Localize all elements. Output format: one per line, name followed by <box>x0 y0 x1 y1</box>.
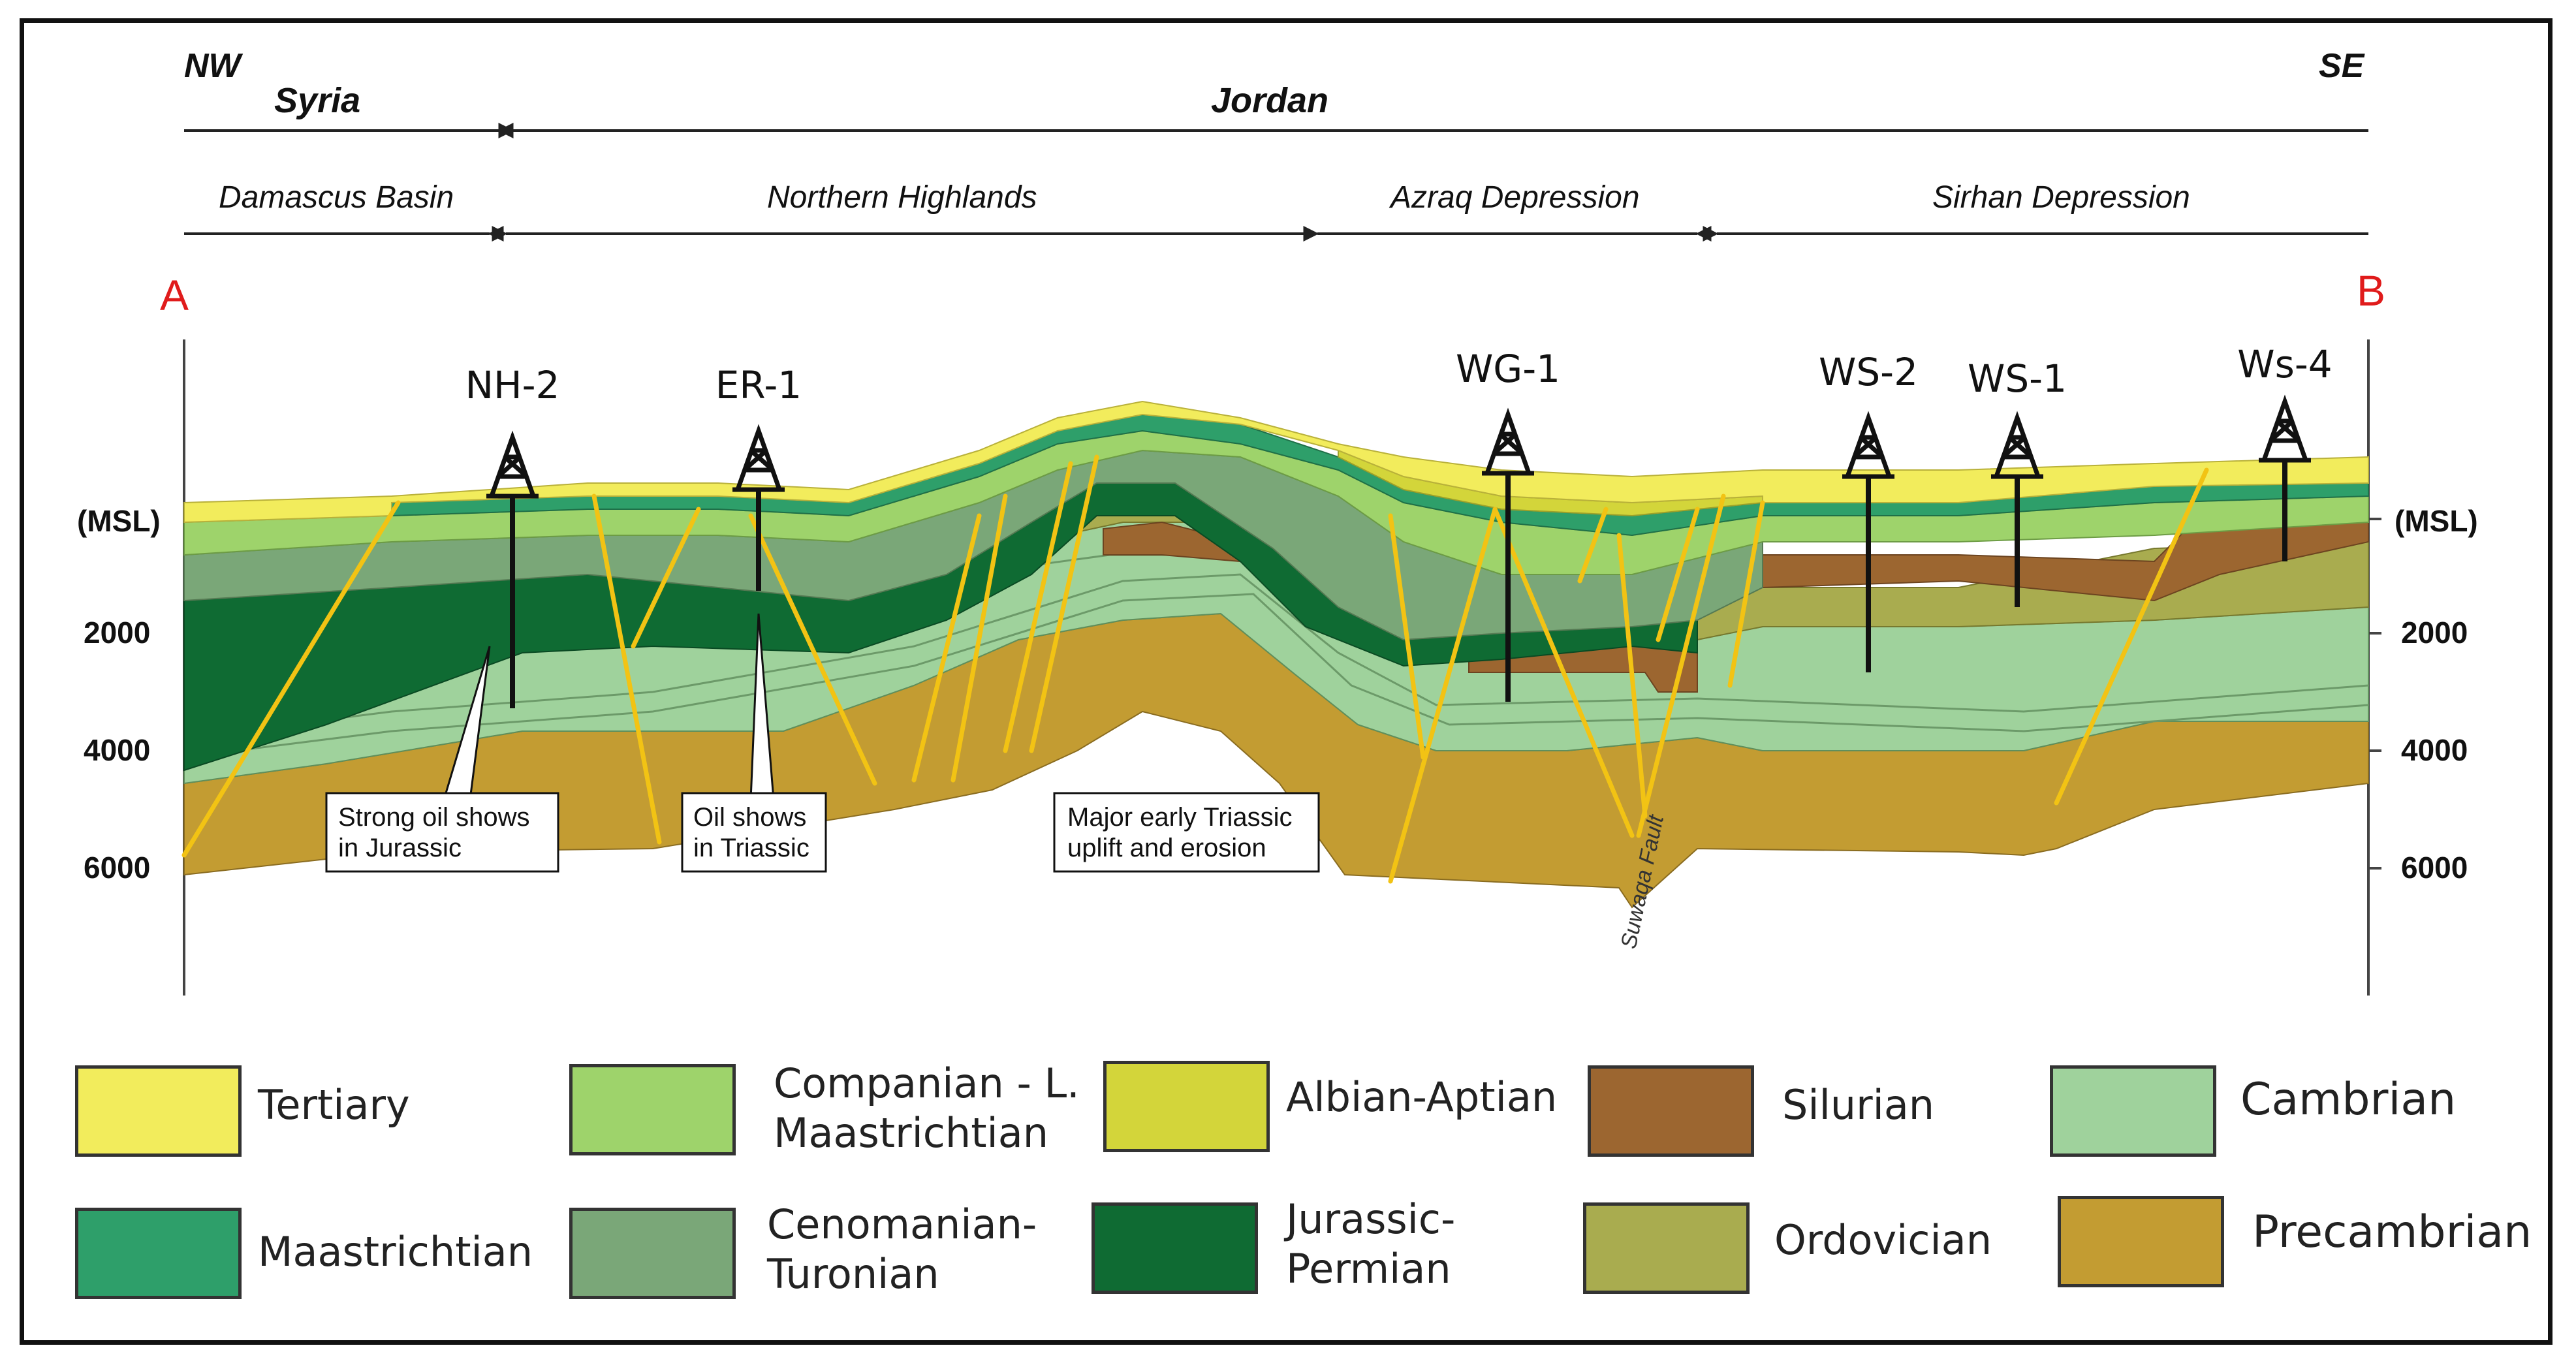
country-jordan: Jordan <box>1211 81 1328 120</box>
derrick-icon <box>1842 411 1894 479</box>
derrick-icon <box>486 430 539 499</box>
wells: NH-2 ER-1 WG-1 WS-2 <box>465 342 2333 708</box>
region-sirhan-depression: Sirhan Depression <box>1932 180 2190 215</box>
header-arrows <box>184 123 2368 242</box>
legend-swatch-cambrian <box>2050 1065 2216 1157</box>
derrick-icon <box>2259 394 2311 463</box>
legend-swatch-tertiary <box>75 1065 242 1157</box>
depth-left-4000: 4000 <box>84 733 150 767</box>
callout-uplift-line1: Major early Triassic <box>1067 803 1293 832</box>
derrick-icon <box>1482 407 1534 476</box>
legend-label-precambrian: Precambrian <box>2252 1206 2532 1258</box>
legend-label-silurian: Silurian <box>1782 1081 1935 1129</box>
country-syria: Syria <box>274 81 360 120</box>
legend-label-ordovician: Ordovician <box>1774 1216 1992 1264</box>
region-damascus-basin: Damascus Basin <box>219 180 454 215</box>
section-start-label: A <box>160 271 189 319</box>
depth-left-msl: (MSL) <box>77 504 161 538</box>
depth-right-msl: (MSL) <box>2395 504 2478 538</box>
well-name: WS-1 <box>1968 356 2067 401</box>
section-end-label: B <box>2357 266 2385 315</box>
well-name: WG-1 <box>1456 347 1560 391</box>
legend-label-tertiary: Tertiary <box>258 1081 410 1129</box>
callout-jurassic-line1: Strong oil shows <box>338 803 529 832</box>
legend-swatch-jurassic-permian <box>1092 1202 1258 1294</box>
region-northern-highlands: Northern Highlands <box>767 180 1037 215</box>
depth-left-2000: 2000 <box>84 616 150 650</box>
legend-swatch-maastrichtian <box>75 1208 242 1299</box>
well-name: Ws-4 <box>2237 342 2332 386</box>
legend-swatch-companian <box>569 1064 736 1155</box>
depth-right-4000: 4000 <box>2401 733 2468 767</box>
legend-label-cenomanian: Cenomanian- Turonian <box>767 1200 1037 1298</box>
depth-right-6000: 6000 <box>2401 851 2468 885</box>
derrick-icon <box>732 424 785 492</box>
well-nh-2: NH-2 <box>465 363 560 708</box>
region-azraq-depression: Azraq Depression <box>1389 180 1640 215</box>
well-name: ER-1 <box>715 363 802 407</box>
callout-jurassic: Strong oil shows in Jurassic <box>325 646 559 873</box>
well-ws-2: WS-2 <box>1819 350 1918 672</box>
well-er-1: ER-1 <box>715 363 802 591</box>
legend-swatch-cenomanian <box>569 1208 736 1299</box>
callout-triassic-line1: Oil shows <box>693 803 806 832</box>
callout-triassic: Oil shows in Triassic <box>681 613 827 873</box>
nw-label: NW <box>184 47 243 85</box>
legend-label-maastrichtian: Maastrichtian <box>258 1228 533 1276</box>
legend-label-albian-aptian: Albian-Aptian <box>1286 1073 1558 1121</box>
callout-uplift-line2: uplift and erosion <box>1067 834 1266 862</box>
right-axis-ticks <box>2368 518 2381 870</box>
well-ws-1: WS-1 <box>1968 356 2067 607</box>
well-ws-4: Ws-4 <box>2237 342 2333 561</box>
legend-label-companian: Companian - L. Maastrichtian <box>774 1059 1080 1157</box>
well-name: NH-2 <box>465 363 560 407</box>
figure-frame <box>20 18 2552 1345</box>
callout-jurassic-line2: in Jurassic <box>338 834 462 862</box>
well-wg-1: WG-1 <box>1456 347 1560 702</box>
callout-triassic-line2: in Triassic <box>693 834 809 862</box>
faults <box>181 454 2209 884</box>
legend-swatch-ordovician <box>1583 1202 1750 1294</box>
legend-swatch-silurian <box>1588 1065 1754 1157</box>
legend-label-jurassic-permian: Jurassic- Permian <box>1286 1195 1456 1293</box>
layer-tertiary <box>183 400 2369 524</box>
depth-left-6000: 6000 <box>84 851 150 885</box>
callout-uplift: Major early Triassic uplift and erosion <box>1053 792 1320 873</box>
well-name: WS-2 <box>1819 350 1918 394</box>
se-label: SE <box>2319 47 2365 85</box>
depth-right-2000: 2000 <box>2401 616 2468 650</box>
legend-label-cambrian: Cambrian <box>2240 1074 2457 1125</box>
legend-swatch-precambrian <box>2058 1196 2224 1287</box>
legend-swatch-albian-aptian <box>1103 1061 1270 1152</box>
